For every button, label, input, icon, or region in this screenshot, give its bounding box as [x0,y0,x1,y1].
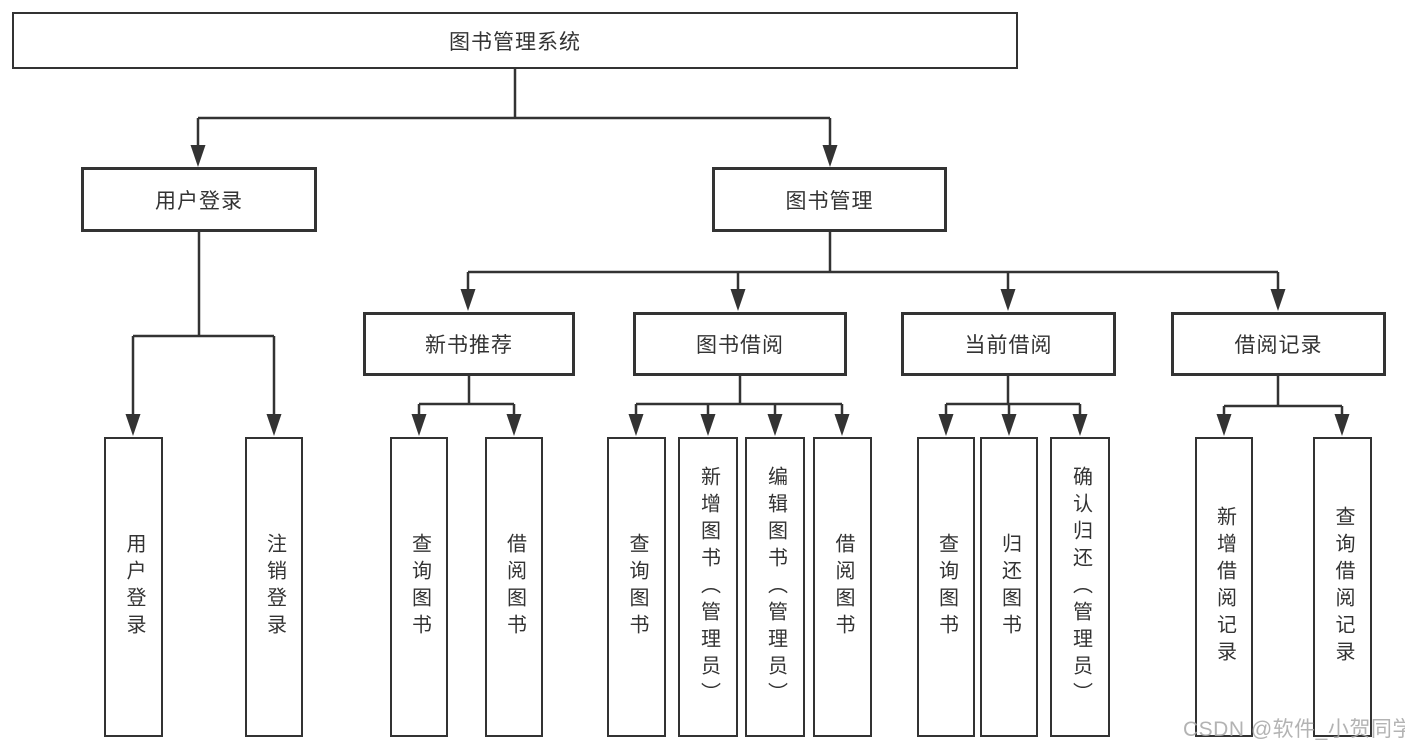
node-label: 图书管理系统 [449,30,581,54]
leaf-label: 用户登录 [123,533,145,641]
leaf-label: 新增借阅记录 [1213,506,1236,668]
leaf-label: 查询借阅记录 [1332,506,1354,668]
node-new-book-recommendation: 新书推荐 [363,312,575,376]
leaf-query-books-recommend: 查询图书 [390,437,448,737]
leaf-query-borrow-record: 查询借阅记录 [1313,437,1372,737]
leaf-borrow-books-recommend: 借阅图书 [485,437,543,737]
node-label: 用户登录 [155,189,243,213]
node-library-management-system: 图书管理系统 [12,12,1018,69]
leaf-confirm-return-admin: 确认归还（管理员） [1050,437,1110,737]
node-label: 借阅记录 [1234,334,1323,357]
node-book-management: 图书管理 [712,167,947,232]
leaf-query-books-current: 查询图书 [917,437,975,737]
leaf-return-books: 归还图书 [980,437,1038,737]
node-label: 图书借阅 [696,334,784,357]
node-borrowing-records: 借阅记录 [1171,312,1386,376]
leaf-logout-login: 注销登录 [245,437,303,737]
node-user-login: 用户登录 [81,167,317,232]
leaf-borrow-books-borrowing: 借阅图书 [813,437,872,737]
leaf-label: 新增图书（管理员） [697,465,720,709]
leaf-label: 归还图书 [998,533,1021,641]
leaf-add-books-admin: 新增图书（管理员） [678,437,738,737]
node-label: 新书推荐 [425,334,513,357]
leaf-add-borrow-record: 新增借阅记录 [1195,437,1253,737]
leaf-label: 查询图书 [408,533,431,641]
leaf-query-books-borrowing: 查询图书 [607,437,666,737]
node-book-borrowing: 图书借阅 [633,312,847,376]
leaf-edit-books-admin: 编辑图书（管理员） [745,437,805,737]
leaf-user-login: 用户登录 [104,437,163,737]
leaf-label: 编辑图书（管理员） [764,465,787,709]
leaf-label: 注销登录 [263,533,286,641]
node-label: 当前借阅 [964,334,1053,357]
leaf-label: 借阅图书 [503,533,526,641]
leaf-label: 确认归还（管理员） [1069,465,1092,709]
node-label: 图书管理 [785,189,874,213]
leaf-label: 借阅图书 [832,533,854,641]
leaf-label: 查询图书 [626,533,648,641]
node-current-borrowing: 当前借阅 [901,312,1116,376]
watermark: CSDN @软件_小贺同学 [1183,718,1405,741]
leaf-label: 查询图书 [935,533,958,641]
